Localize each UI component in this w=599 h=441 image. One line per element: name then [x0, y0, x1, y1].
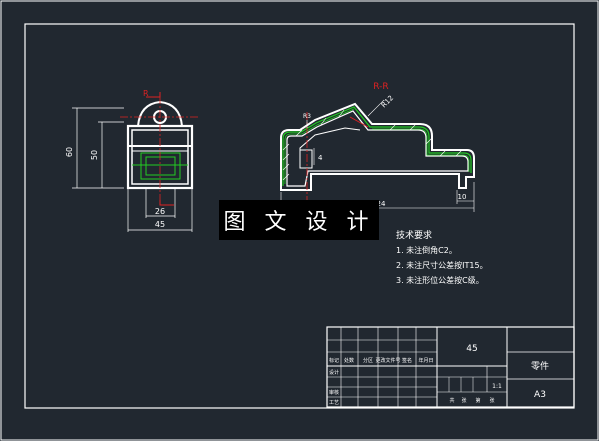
bottom-cell: 第: [475, 397, 480, 404]
dim-width: 45: [155, 220, 165, 229]
front-view: R 60 50 26 45: [65, 89, 200, 232]
dim-inner-width: 26: [155, 207, 165, 216]
technical-requirements: 技术要求 1. 未注倒角C2。 2. 未注尺寸公差按IT15。 3. 未注形位公…: [396, 229, 488, 285]
part-name-label: 零件: [531, 360, 549, 372]
header-cell: 更改文件号: [375, 357, 400, 364]
section-mark-label: R: [143, 89, 149, 98]
drawing-frame: [24, 23, 575, 409]
header-cell: 签名: [402, 357, 412, 364]
dim-small-a: R3: [303, 113, 311, 120]
dim-right: 10: [458, 193, 467, 201]
left-row-label: 设计: [329, 369, 339, 376]
header-cell: 处数: [344, 357, 354, 364]
title-block-text: 45 零件 A3 1:1 标记 处数 分区 更改文件号 签名 年月日 设计 审核…: [329, 344, 549, 406]
header-cell: 标记: [329, 357, 339, 364]
sheet-size-label: A3: [534, 390, 546, 400]
requirements-heading: 技术要求: [396, 229, 432, 241]
section-view: R-R R12 R3 4 24 10: [280, 82, 475, 212]
bottom-cell: 张: [461, 397, 466, 404]
watermark-banner: 图 文 设 计: [219, 200, 379, 240]
material-label: 45: [466, 344, 477, 354]
header-cell: 分区: [363, 357, 373, 364]
bottom-cell: 张: [489, 397, 494, 404]
left-row-label: 审核: [329, 389, 339, 396]
watermark-text: 图 文 设 计: [223, 210, 375, 235]
title-block: [326, 326, 575, 408]
bottom-cell: 共: [449, 397, 454, 404]
scale-label: 1:1: [492, 383, 502, 390]
requirement-item-2: 2. 未注尺寸公差按IT15。: [396, 260, 488, 270]
left-row-label: 工艺: [329, 400, 339, 406]
requirement-item-3: 3. 未注形位公差按C级。: [396, 275, 484, 285]
dim-inner-height: 50: [90, 150, 99, 160]
dim-outer-height: 60: [65, 147, 74, 157]
dim-small-b: 4: [318, 154, 323, 162]
requirement-item-1: 1. 未注倒角C2。: [396, 245, 457, 255]
section-title: R-R: [373, 82, 388, 92]
header-cell: 年月日: [418, 357, 433, 364]
dim-length: 24: [377, 200, 386, 208]
